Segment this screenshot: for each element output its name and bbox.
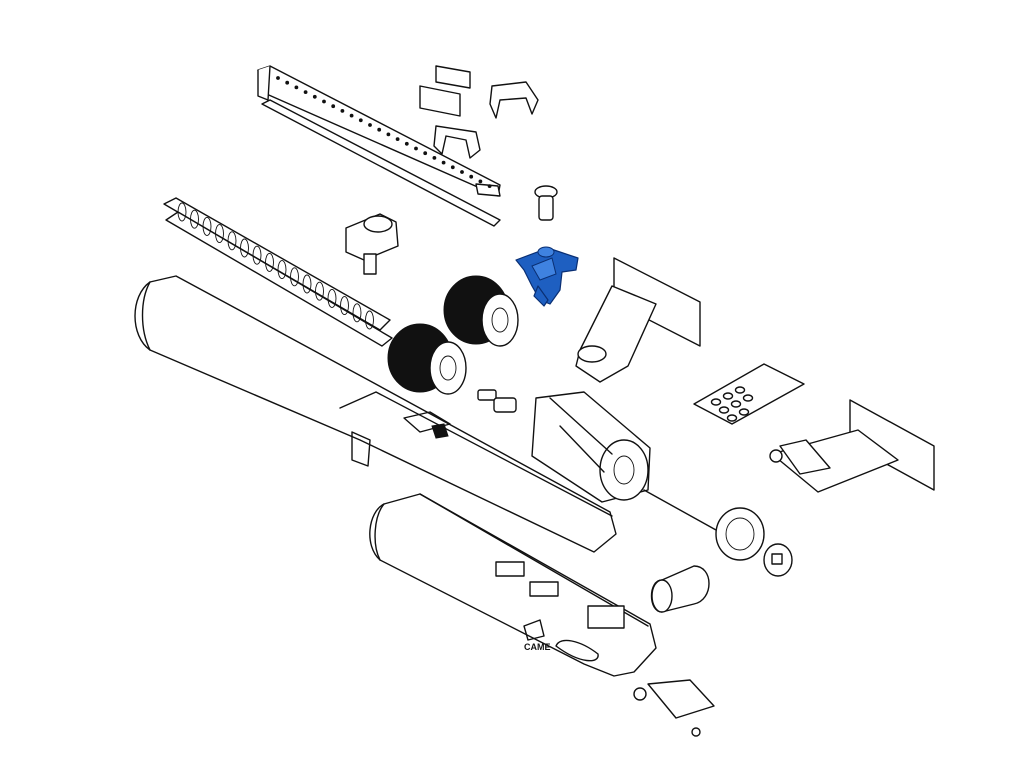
rack-hole (276, 76, 280, 80)
rack-hole (423, 151, 428, 156)
rack-hole (432, 156, 437, 160)
worm-ring (302, 274, 312, 294)
plate-hole (710, 398, 722, 406)
rack-hole (377, 127, 382, 132)
rack-hole (395, 137, 400, 142)
rack-hole (404, 141, 409, 146)
worm-ring (177, 202, 187, 222)
plate-hole (742, 394, 754, 402)
rack-hole (487, 184, 492, 189)
perforated-plate (693, 363, 805, 425)
mounting-bracket-front (769, 399, 935, 493)
worm-screw-shaft (163, 197, 393, 347)
rack-hole (441, 160, 446, 165)
rack-hole (368, 123, 372, 127)
limit-switch-bracket (633, 679, 715, 737)
worm-ring (365, 310, 374, 330)
worm-ring (277, 260, 287, 280)
plate-hole (730, 400, 742, 408)
worm-ring (327, 288, 337, 308)
worm-ring (265, 252, 274, 272)
rack-hole (349, 113, 354, 118)
gear-roller-front (387, 323, 467, 395)
rack-hole (285, 80, 290, 85)
clip-connector-top (419, 65, 539, 159)
base-housing: CAME (369, 493, 657, 677)
plate-hole (718, 406, 730, 414)
worm-ring (240, 238, 249, 258)
bolt (534, 185, 558, 221)
rack-hole (331, 104, 336, 109)
rack-hole (478, 179, 483, 184)
worm-ring (315, 281, 324, 301)
mounting-bracket-rear (575, 257, 701, 383)
worm-ring (202, 216, 212, 236)
coupling-pin (477, 389, 517, 413)
brand-mark: CAME (524, 642, 551, 652)
rack-hole (322, 99, 326, 104)
plate-hole (722, 392, 734, 400)
worm-ring (227, 231, 237, 251)
upper-rack-bar (257, 65, 501, 227)
worm-ring (215, 224, 224, 244)
plate-hole (738, 408, 750, 416)
plate-hole (734, 386, 746, 394)
rack-hole (303, 90, 308, 94)
rack-hole (414, 146, 418, 151)
washer (763, 543, 793, 577)
pivot-fitting (345, 213, 399, 275)
electric-motor (531, 391, 651, 503)
gear-roller-rear (443, 275, 519, 347)
rack-hole (460, 170, 464, 174)
worm-ring (340, 296, 349, 316)
worm-ring (252, 245, 262, 265)
rack-hole (294, 85, 299, 90)
highlighted-cam-bracket (515, 246, 579, 307)
rack-hole (450, 165, 455, 170)
capacitor (650, 565, 710, 613)
rack-hole (340, 109, 345, 113)
housing-cover (134, 275, 617, 553)
worm-ring (190, 209, 199, 229)
worm-ring (290, 267, 299, 287)
rack-hole (386, 132, 391, 137)
encoder-disk (643, 489, 765, 561)
plate-hole (726, 414, 738, 422)
worm-ring (352, 303, 362, 323)
rack-hole (358, 118, 363, 123)
rack-hole (312, 94, 317, 99)
rack-hole (469, 174, 474, 179)
